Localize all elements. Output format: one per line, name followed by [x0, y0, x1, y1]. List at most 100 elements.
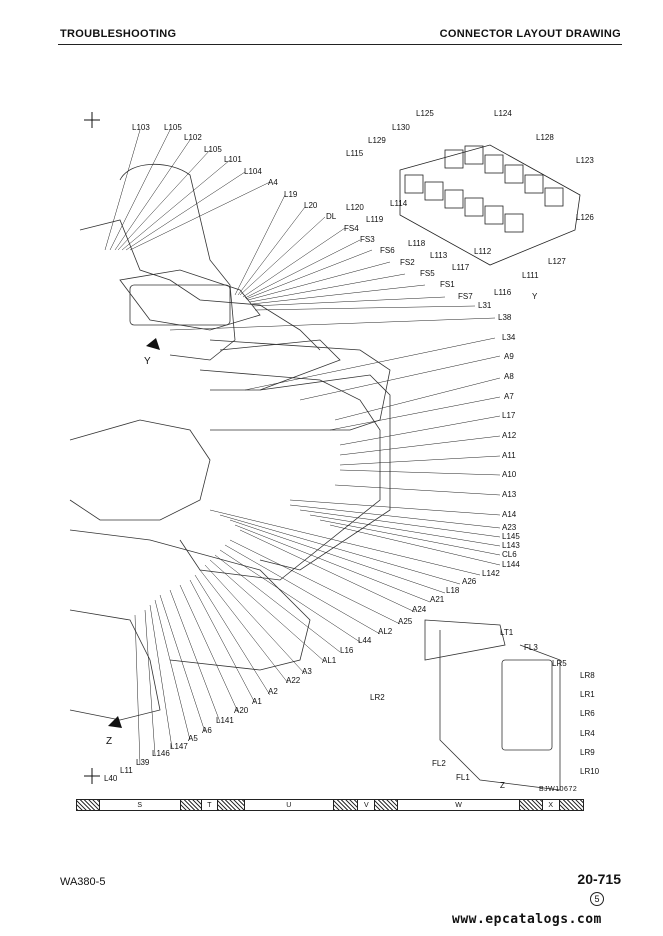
y-view-label: L113: [430, 251, 448, 260]
y-view-label: L116: [494, 288, 512, 297]
y-view-label: L125: [416, 109, 434, 118]
y-view-label: L115: [346, 149, 364, 158]
callout-label: CL6: [502, 550, 517, 559]
header-rule: [58, 44, 622, 45]
callout-label: A11: [502, 451, 516, 460]
callout-label: L105: [204, 145, 222, 154]
zone-w: W: [396, 800, 520, 810]
y-view-label: L112: [474, 247, 492, 256]
arrow-z-label: Z: [106, 736, 112, 747]
callout-label: L102: [184, 133, 202, 142]
zone-hatch: [519, 800, 542, 810]
callout-label: A14: [502, 510, 517, 519]
z-view-label: FL3: [524, 643, 538, 652]
z-view-label: LR6: [580, 709, 595, 718]
y-view-label: L119: [366, 215, 384, 224]
y-view-label: L126: [576, 213, 594, 222]
callout-label: A22: [286, 676, 301, 685]
connector-layout-drawing: L103 L105 L102 L105 L101 L104 A4 L19 L20…: [69, 109, 600, 791]
callout-label: L18: [446, 586, 460, 595]
callout-label: L105: [164, 123, 182, 132]
z-view-label: LR4: [580, 729, 595, 738]
y-view-label: L123: [576, 156, 594, 165]
zone-x: X: [541, 800, 559, 810]
callout-label: L103: [132, 123, 150, 132]
callout-label: A24: [412, 605, 427, 614]
callout-label: L17: [502, 411, 516, 420]
callout-label: L31: [478, 301, 492, 310]
callout-label: FS6: [380, 246, 395, 255]
callout-label: A26: [462, 577, 477, 586]
y-view-label: L118: [408, 239, 426, 248]
y-view-label: L124: [494, 109, 512, 118]
y-view-connector-block: [399, 144, 581, 266]
callout-label: L16: [340, 646, 354, 655]
callout-label: A10: [502, 470, 517, 479]
callout-label: A4: [268, 178, 278, 187]
callout-label: A8: [504, 372, 514, 381]
page-title: CONNECTOR LAYOUT DRAWING: [439, 28, 621, 40]
callout-label: FS4: [344, 224, 359, 233]
z-view-label: FL1: [456, 773, 470, 782]
callout-label: L39: [136, 758, 150, 767]
callout-label: A3: [302, 667, 312, 676]
zone-strip: S T U V W X: [76, 799, 584, 811]
model-number: WA380-5: [60, 876, 106, 888]
z-view-label: FL2: [432, 759, 446, 768]
callout-label: L101: [224, 155, 242, 164]
revision-mark: 5: [590, 892, 604, 906]
zone-v: V: [357, 800, 374, 810]
callout-label: L19: [284, 190, 298, 199]
callout-label: L145: [502, 532, 520, 541]
zone-hatch: [374, 800, 397, 810]
callout-label: FS5: [420, 269, 435, 278]
z-view-callouts: LT1 FL3 LR5 LR8 LR1 LR6 LR2 LR4 LR9 LR10…: [370, 628, 600, 790]
zone-u: U: [243, 800, 333, 810]
registration-marks: [84, 112, 100, 784]
callout-label: L146: [152, 749, 170, 758]
callout-label: A9: [504, 352, 514, 361]
callout-label: L104: [244, 167, 262, 176]
callout-label: A2: [268, 687, 278, 696]
callout-label: A13: [502, 490, 517, 499]
z-view-label: LR8: [580, 671, 595, 680]
view-arrows: [108, 338, 160, 728]
callout-label: A21: [430, 595, 445, 604]
y-view-label: L117: [452, 263, 470, 272]
y-view-label: L120: [346, 203, 364, 212]
y-view-label: L111: [522, 271, 539, 280]
callout-label: L144: [502, 560, 520, 569]
callout-label: L141: [216, 716, 234, 725]
y-view-label: L114: [390, 199, 408, 208]
callout-label: AL2: [378, 627, 393, 636]
callout-label: FS2: [400, 258, 415, 267]
main-callouts: L103 L105 L102 L105 L101 L104 A4 L19 L20…: [104, 123, 520, 783]
callout-label: A7: [504, 392, 514, 401]
callout-label: A23: [502, 523, 517, 532]
callout-label: A20: [234, 706, 249, 715]
zone-hatch: [77, 800, 99, 810]
zone-hatch: [558, 800, 584, 810]
zone-s: S: [98, 800, 180, 810]
zone-t: T: [200, 800, 218, 810]
callout-label: A1: [252, 697, 262, 706]
callout-label: L142: [482, 569, 500, 578]
arrow-y-label: Y: [144, 356, 151, 367]
callout-label: FS3: [360, 235, 375, 244]
callout-label: L20: [304, 201, 318, 210]
website-link[interactable]: www.epcatalogs.com: [452, 912, 602, 927]
page-number: 20-715: [577, 871, 621, 887]
z-view-label: LR2: [370, 693, 385, 702]
callout-label: DL: [326, 212, 337, 221]
view-letter: Y: [532, 292, 538, 301]
y-view-label: L129: [368, 136, 386, 145]
callout-label: L34: [502, 333, 516, 342]
callout-label: A5: [188, 734, 198, 743]
z-view-label: LR1: [580, 690, 595, 699]
callout-label: FS1: [440, 280, 455, 289]
callout-label: L143: [502, 541, 520, 550]
machine-outline: [69, 163, 561, 791]
figure-code: BJW10672: [539, 786, 578, 793]
zone-hatch: [179, 800, 201, 810]
y-view-callouts: L125 L124 L130 L128 L129 L115 L123 L120 …: [346, 109, 594, 301]
